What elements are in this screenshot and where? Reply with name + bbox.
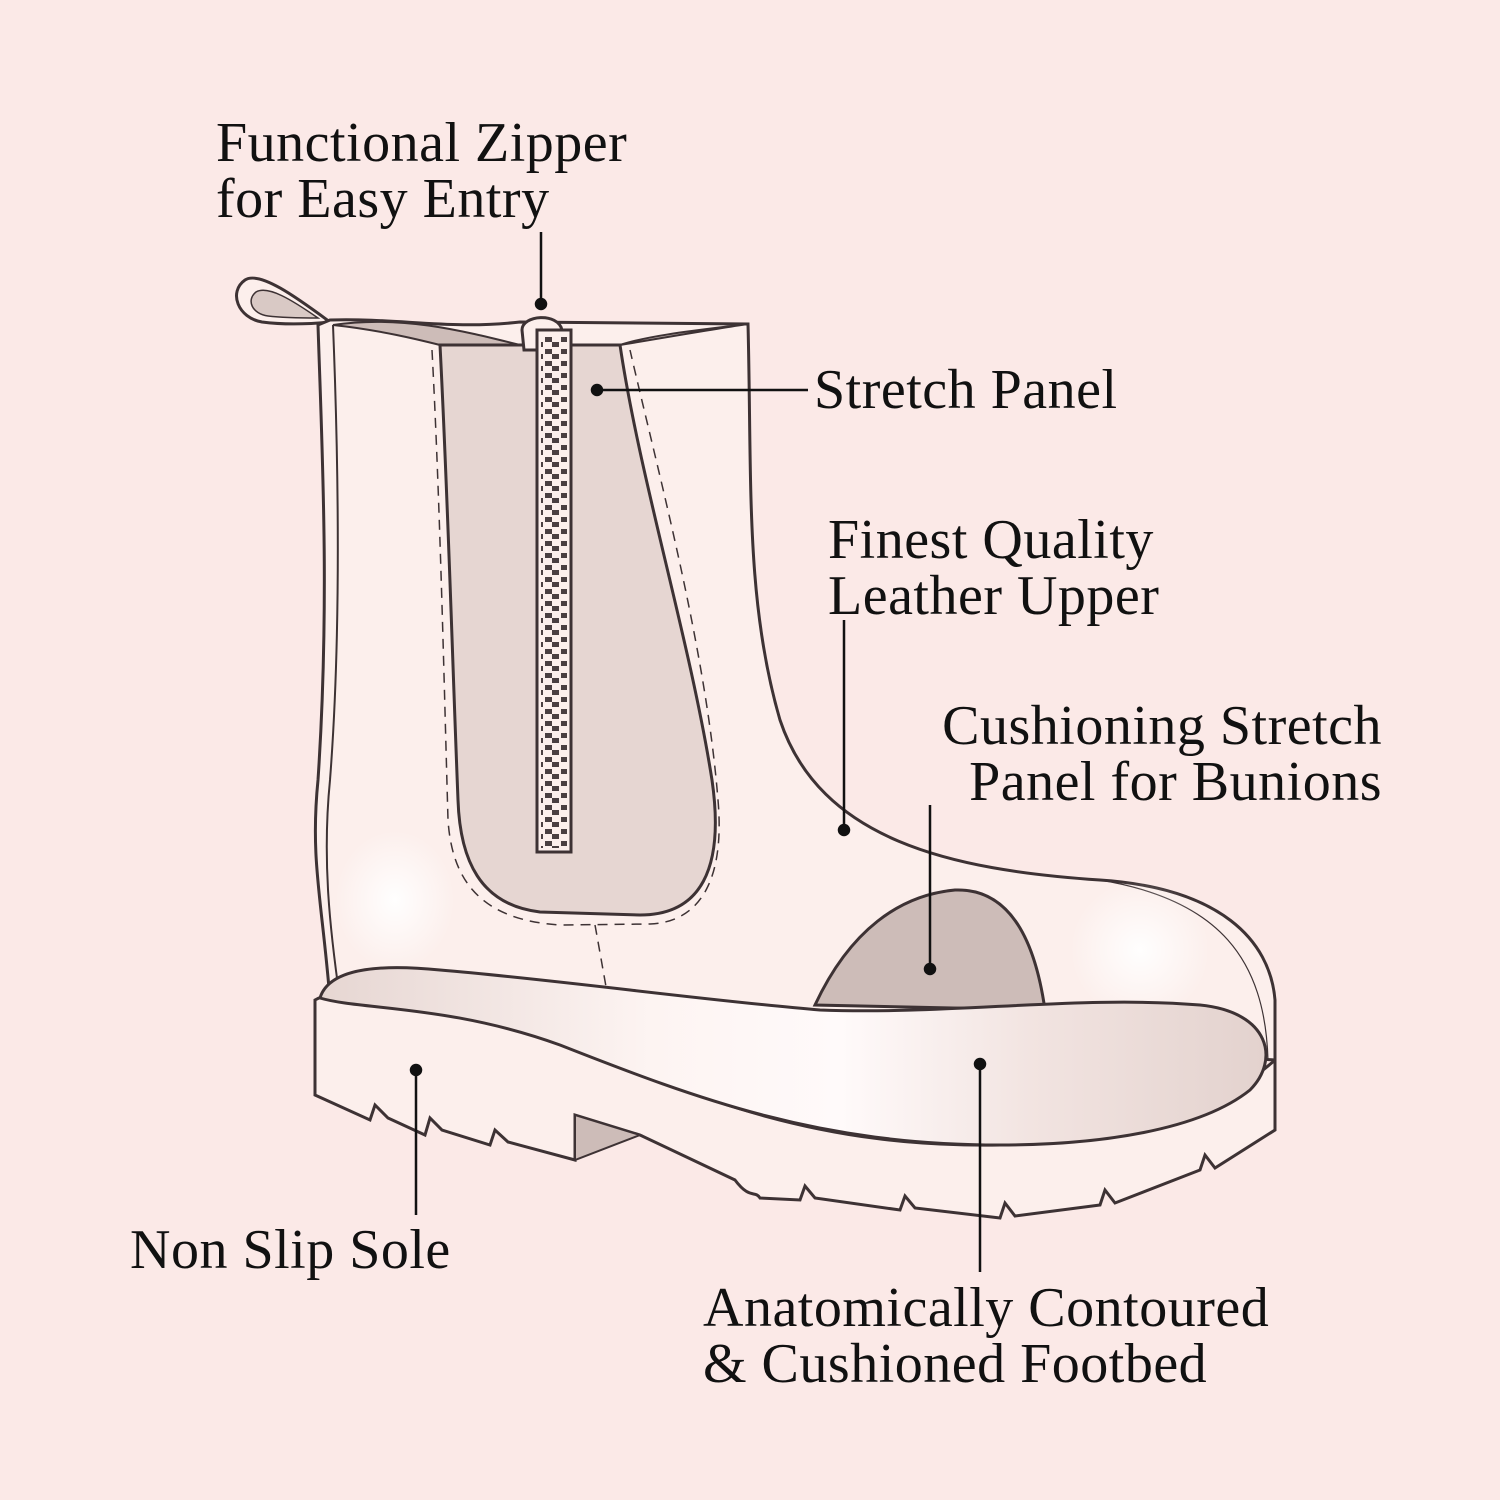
callout-leather-upper: Finest Quality Leather Upper bbox=[828, 512, 1159, 624]
callout-leather-upper-line2: Leather Upper bbox=[828, 565, 1160, 627]
callout-sole-line1: Non Slip Sole bbox=[130, 1219, 451, 1281]
callout-bunion-panel: Cushioning Stretch Panel for Bunions bbox=[942, 698, 1382, 810]
callout-sole: Non Slip Sole bbox=[130, 1222, 451, 1278]
callout-bunion-panel-line1: Cushioning Stretch bbox=[942, 695, 1382, 757]
callout-zipper-line1: Functional Zipper bbox=[216, 112, 628, 174]
callout-zipper: Functional Zipper for Easy Entry bbox=[216, 115, 627, 227]
callout-footbed: Anatomically Contoured & Cushioned Footb… bbox=[703, 1280, 1269, 1392]
footbed bbox=[318, 966, 1268, 1147]
callout-bunion-panel-line2: Panel for Bunions bbox=[969, 751, 1382, 813]
zipper bbox=[520, 316, 573, 854]
callout-stretch-panel: Stretch Panel bbox=[814, 362, 1118, 418]
callout-footbed-line1: Anatomically Contoured bbox=[703, 1277, 1270, 1339]
stretch-panel bbox=[431, 343, 720, 1071]
callout-stretch-panel-line1: Stretch Panel bbox=[814, 359, 1118, 421]
pull-tab-loop bbox=[235, 276, 335, 326]
callout-footbed-line2: & Cushioned Footbed bbox=[703, 1333, 1208, 1395]
callout-leader-lines bbox=[409, 232, 987, 1272]
callout-leather-upper-line1: Finest Quality bbox=[828, 509, 1154, 571]
callout-zipper-line2: for Easy Entry bbox=[216, 168, 550, 230]
